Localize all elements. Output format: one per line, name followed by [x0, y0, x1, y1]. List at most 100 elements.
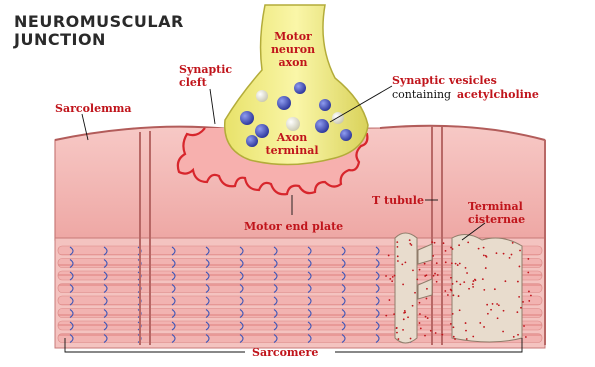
calcium-speck	[465, 330, 467, 332]
label-motor-end-plate: Motor end plate	[244, 220, 343, 233]
calcium-speck	[393, 313, 395, 315]
calcium-speck	[486, 304, 488, 306]
calcium-speck	[498, 304, 500, 306]
calcium-speck	[445, 250, 447, 252]
calcium-speck	[389, 278, 391, 280]
calcium-speck	[483, 289, 485, 291]
calcium-speck	[441, 334, 443, 336]
calcium-speck	[385, 275, 387, 277]
calcium-speck	[503, 310, 505, 312]
calcium-speck	[468, 288, 470, 290]
calcium-speck	[443, 242, 445, 244]
calcium-speck	[434, 273, 436, 275]
calcium-speck	[518, 296, 520, 298]
calcium-speck	[402, 284, 404, 286]
calcium-speck	[479, 322, 481, 324]
calcium-speck	[487, 313, 489, 315]
label-sarcolemma: Sarcolemma	[55, 102, 131, 115]
calcium-speck	[450, 247, 452, 249]
calcium-speck	[426, 274, 428, 276]
calcium-speck	[459, 284, 461, 286]
calcium-speck	[427, 317, 429, 319]
calcium-speck	[522, 301, 524, 303]
calcium-speck	[450, 277, 452, 279]
calcium-speck	[530, 295, 532, 297]
calcium-speck	[403, 318, 405, 320]
calcium-speck	[459, 309, 461, 311]
calcium-speck	[401, 263, 403, 265]
calcium-speck	[412, 305, 414, 307]
calcium-speck	[513, 336, 515, 338]
calcium-speck	[466, 338, 468, 340]
calcium-speck	[465, 322, 467, 324]
calcium-speck	[452, 248, 454, 250]
calcium-speck	[412, 270, 414, 272]
calcium-speck	[435, 332, 437, 334]
calcium-speck	[419, 313, 421, 315]
label-t-tubule: T tubule	[372, 194, 424, 207]
calcium-speck	[451, 262, 453, 264]
calcium-speck	[485, 267, 487, 269]
calcium-speck	[457, 264, 459, 266]
calcium-speck	[397, 255, 399, 257]
calcium-speck	[455, 263, 457, 265]
label-containing: containing	[392, 88, 451, 101]
calcium-speck	[430, 330, 432, 332]
label-terminal-cisternae: Terminal cisternae	[468, 200, 525, 226]
calcium-speck	[426, 298, 428, 300]
calcium-speck	[410, 338, 412, 340]
calcium-speck	[432, 255, 434, 257]
calcium-speck	[453, 336, 455, 338]
calcium-speck	[483, 255, 485, 257]
calcium-speck	[396, 241, 398, 243]
calcium-speck	[402, 329, 404, 331]
calcium-speck	[459, 263, 461, 265]
calcium-speck	[450, 289, 452, 291]
calcium-speck	[472, 283, 474, 285]
terminal-cisternae	[395, 233, 522, 343]
label-synaptic-vesicles: Synaptic vesicles	[392, 74, 497, 87]
calcium-speck	[414, 292, 416, 294]
calcium-speck	[467, 242, 469, 244]
calcium-speck	[424, 263, 426, 265]
calcium-speck	[466, 272, 468, 274]
calcium-speck	[496, 303, 498, 305]
calcium-speck	[486, 256, 488, 258]
calcium-speck	[397, 246, 399, 248]
calcium-speck	[419, 302, 421, 304]
calcium-speck	[389, 299, 391, 301]
calcium-speck	[456, 281, 458, 283]
calcium-speck	[496, 252, 498, 254]
calcium-speck	[472, 336, 474, 338]
calcium-speck	[528, 300, 530, 302]
calcium-speck	[520, 307, 522, 309]
calcium-speck	[452, 313, 454, 315]
label-sarcomere: Sarcomere	[252, 346, 318, 359]
calcium-speck	[516, 311, 518, 313]
calcium-speck	[519, 266, 521, 268]
calcium-speck	[494, 288, 496, 290]
calcium-speck	[445, 261, 447, 263]
calcium-speck	[420, 328, 422, 330]
diagram-title-line1: NEUROMUSCULAR	[14, 12, 184, 31]
calcium-speck	[426, 288, 428, 290]
calcium-speck	[437, 274, 439, 276]
calcium-speck	[425, 316, 427, 318]
calcium-speck	[447, 294, 449, 296]
calcium-speck	[436, 262, 438, 264]
calcium-speck	[482, 278, 484, 280]
calcium-speck	[409, 239, 411, 241]
calcium-speck	[465, 267, 467, 269]
calcium-speck	[525, 336, 527, 338]
calcium-speck	[454, 338, 456, 340]
calcium-speck	[433, 275, 435, 277]
calcium-speck	[431, 241, 433, 243]
calcium-speck	[409, 243, 411, 245]
calcium-speck	[424, 335, 426, 337]
calcium-speck	[517, 334, 519, 336]
calcium-speck	[419, 322, 421, 324]
calcium-speck	[458, 244, 460, 246]
calcium-speck	[404, 310, 406, 312]
calcium-speck	[512, 242, 514, 244]
calcium-speck	[519, 250, 521, 252]
